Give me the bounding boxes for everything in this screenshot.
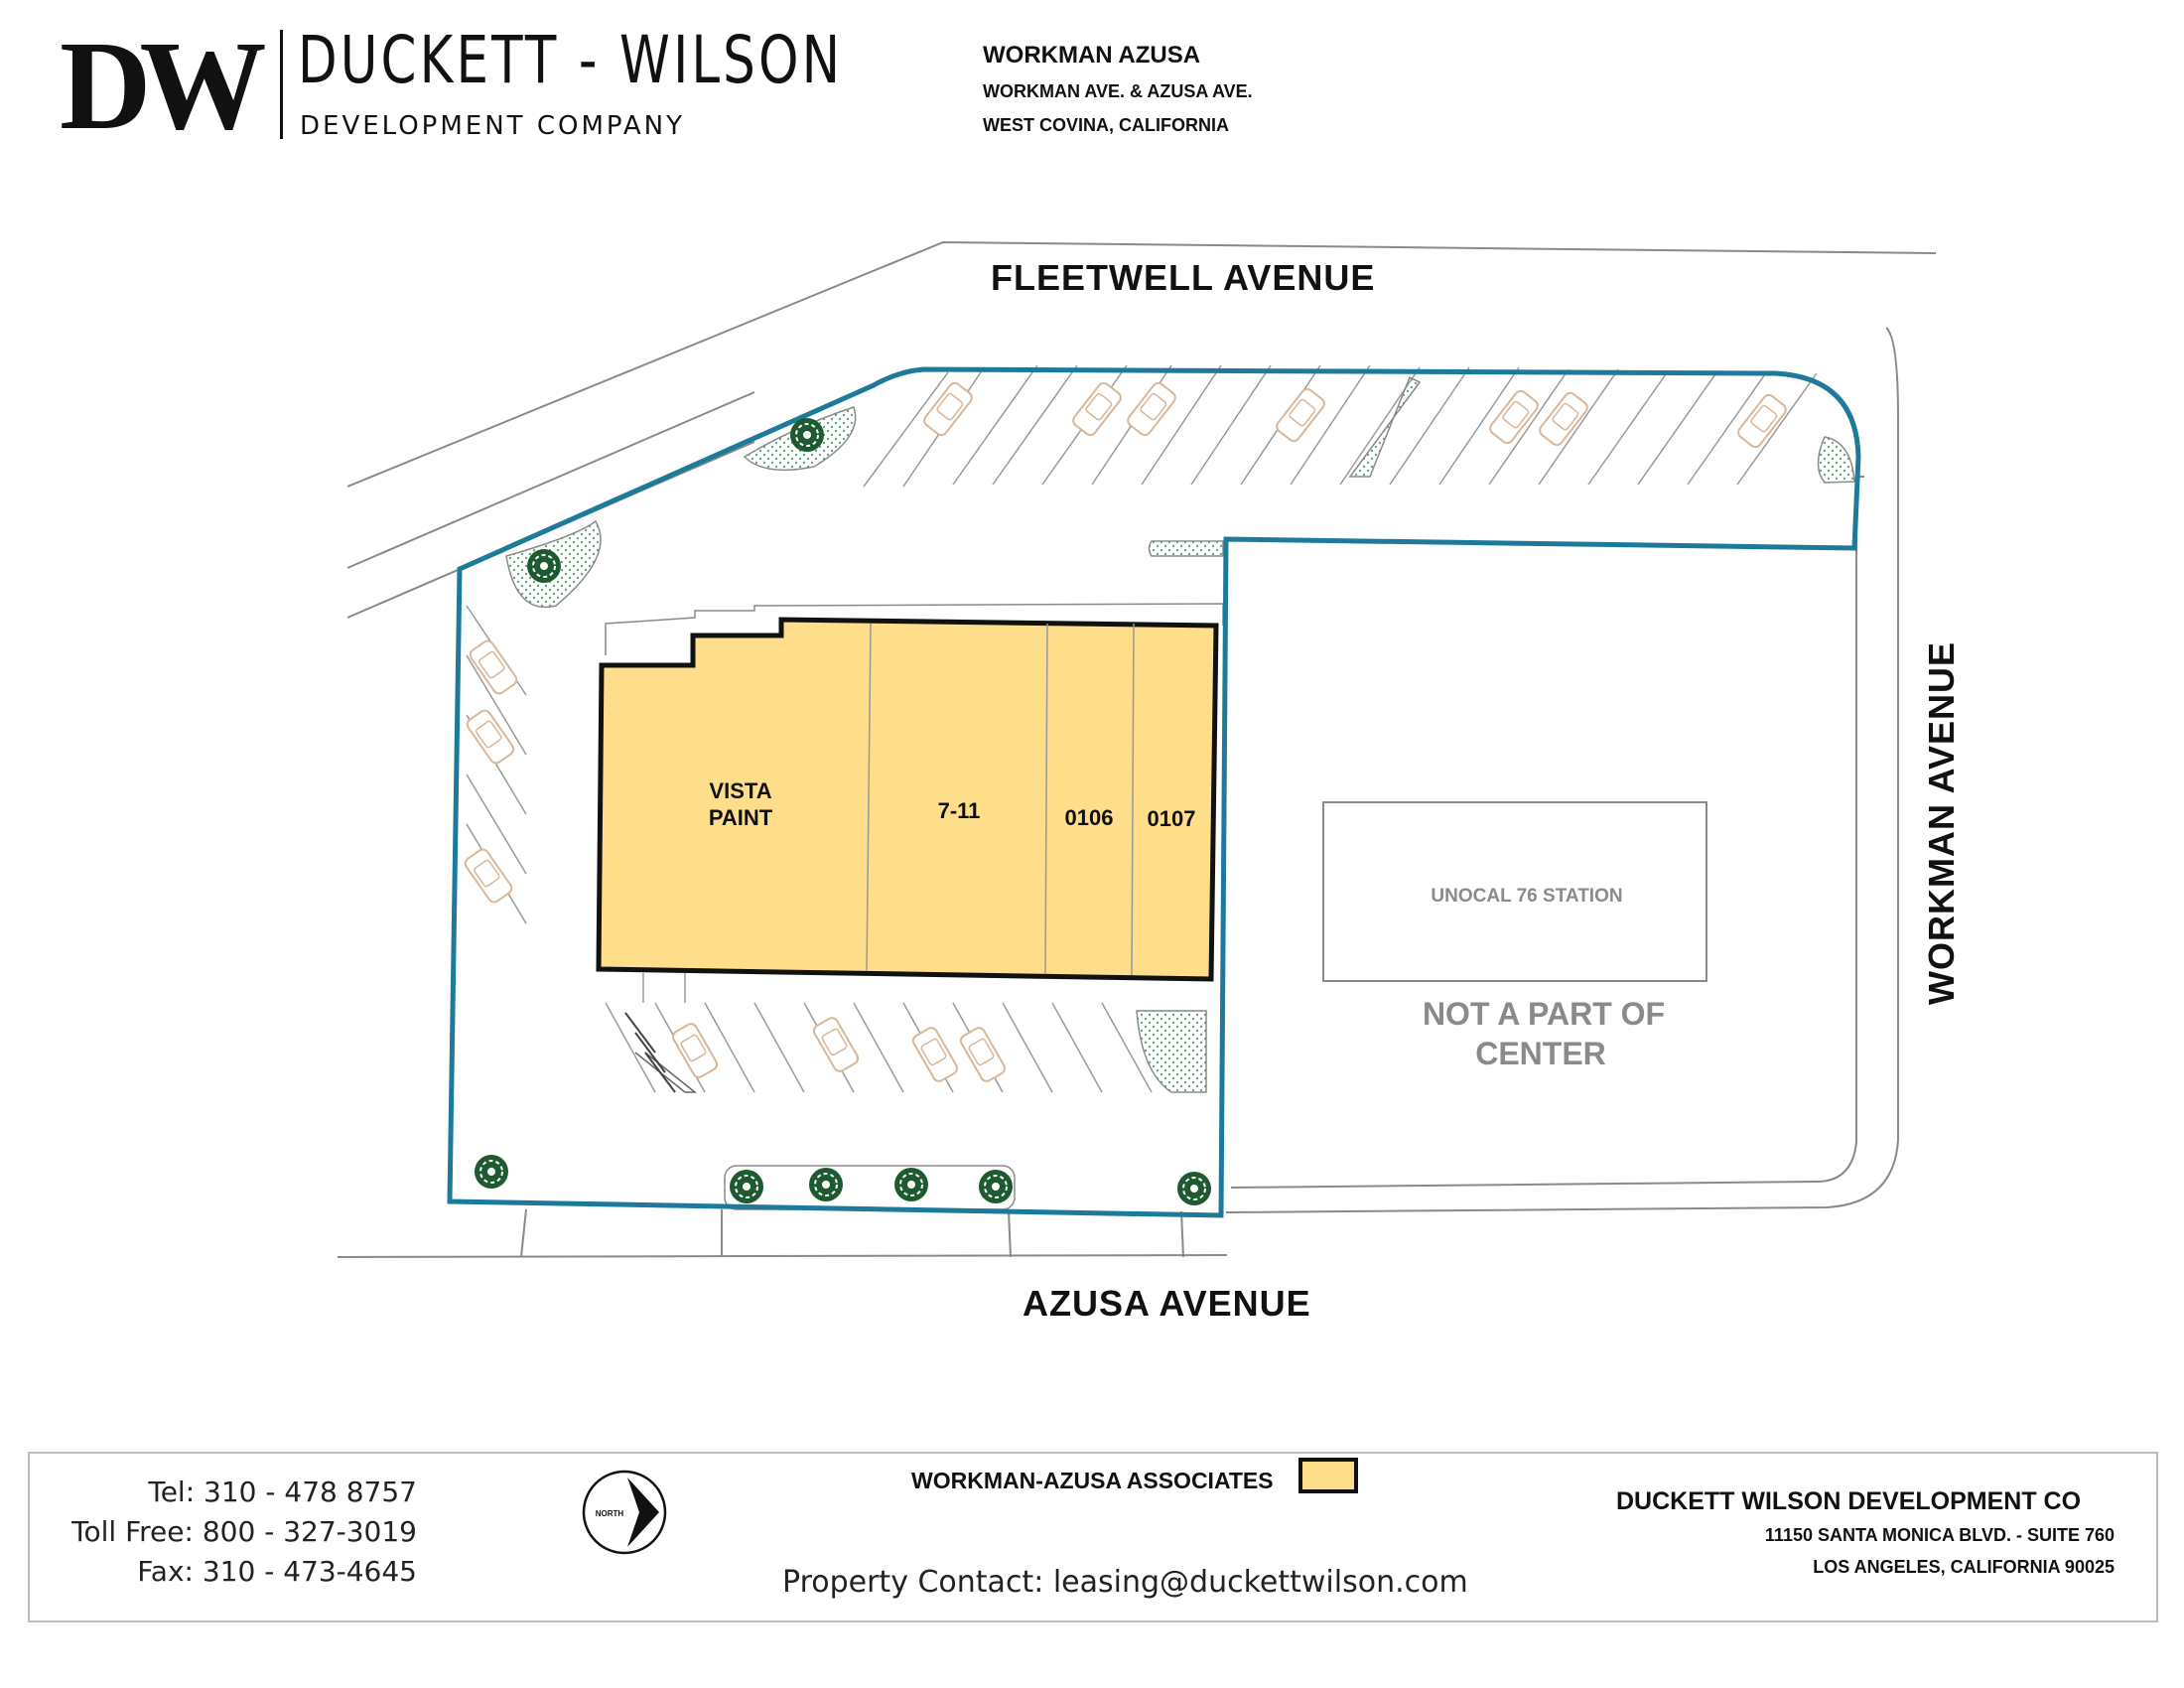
parked-car-icon [810,1014,862,1075]
parked-car-icon [957,1024,1009,1085]
logo-mark: DW [60,15,266,156]
property-address-line2: WEST COVINA, CALIFORNIA [983,115,1229,135]
tree-icon [474,1154,509,1190]
parked-car-icon [1069,379,1125,439]
street-label-north: FLEETWELL AVENUE [991,257,1375,298]
tree-icon [789,417,825,453]
landscape-strip-south [724,1165,1016,1210]
parked-car-icon [1124,379,1179,439]
azusa-avenue-road [337,1208,1228,1258]
parked-car-icon [462,846,515,906]
not-part-note-line1: NOT A PART OF [1423,996,1665,1032]
unocal-station-outline [1322,801,1707,982]
unit-label-0106: 0106 [1065,805,1114,830]
unit-label-vista-line1: VISTA [709,778,771,803]
parked-car-icon [467,637,520,697]
parked-car-icon [464,707,517,767]
tree-icon [893,1167,929,1202]
tree-icon [526,548,562,584]
unit-label-vista-line2: PAINT [709,805,773,830]
property-contact-email[interactable]: Property Contact: leasing@duckettwilson.… [782,1565,1468,1600]
property-title: WORKMAN AZUSA [983,42,1201,69]
contact-tel: Tel: 310 - 478 8757 [148,1476,417,1508]
parked-car-icon [1734,391,1790,451]
building-footprint [596,617,1219,982]
parked-car-icon [1273,385,1328,445]
north-arrow-label: NORTH [596,1509,624,1518]
contact-toll-free: Toll Free: 800 - 327-3019 [71,1515,417,1548]
unocal-station-label: UNOCAL 76 STATION [1431,886,1622,907]
street-label-east: WORKMAN AVENUE [1921,641,1962,1005]
parked-car-icon [920,379,976,439]
property-boundary [447,366,1861,1218]
footer-address-line1: 11150 SANTA MONICA BLVD. - SUITE 760 [1764,1525,2115,1545]
contact-fax: Fax: 310 - 473-4645 [137,1555,417,1588]
footer-address-line2: LOS ANGELES, CALIFORNIA 90025 [1813,1557,2115,1577]
unit-label-7-11: 7-11 [938,798,981,823]
tree-icon [978,1169,1014,1204]
parked-car-icon [909,1024,961,1085]
workman-avenue-road [1225,327,1899,1213]
not-part-note-line2: CENTER [1475,1036,1606,1071]
company-name: DUCKETT - WILSON [298,22,844,98]
street-label-south: AZUSA AVENUE [1023,1283,1311,1324]
logo-divider [280,30,283,139]
property-address-line1: WORKMAN AVE. & AZUSA AVE. [983,81,1253,101]
tree-icon [808,1167,844,1202]
footer-panel [28,1452,2158,1622]
unit-label-0107: 0107 [1148,806,1196,831]
company-subtitle: DEVELOPMENT COMPANY [300,111,686,141]
legend-swatch [1298,1458,1358,1493]
parked-car-icon [1536,389,1591,449]
unit-dividers [866,623,1135,976]
tree-icon [729,1169,764,1204]
legend-label: WORKMAN-AZUSA ASSOCIATES [911,1468,1274,1493]
footer-company-name: DUCKETT WILSON DEVELOPMENT CO [1616,1487,2082,1515]
north-arrow-icon: NORTH [582,1470,667,1555]
parked-car-icon [669,1020,721,1081]
tree-icon [1176,1171,1212,1206]
site-plan-map: FLEETWELL AVENUE AZUSA AVENUE WORKMAN AV… [337,240,1962,1324]
parked-car-icon [1486,387,1542,447]
